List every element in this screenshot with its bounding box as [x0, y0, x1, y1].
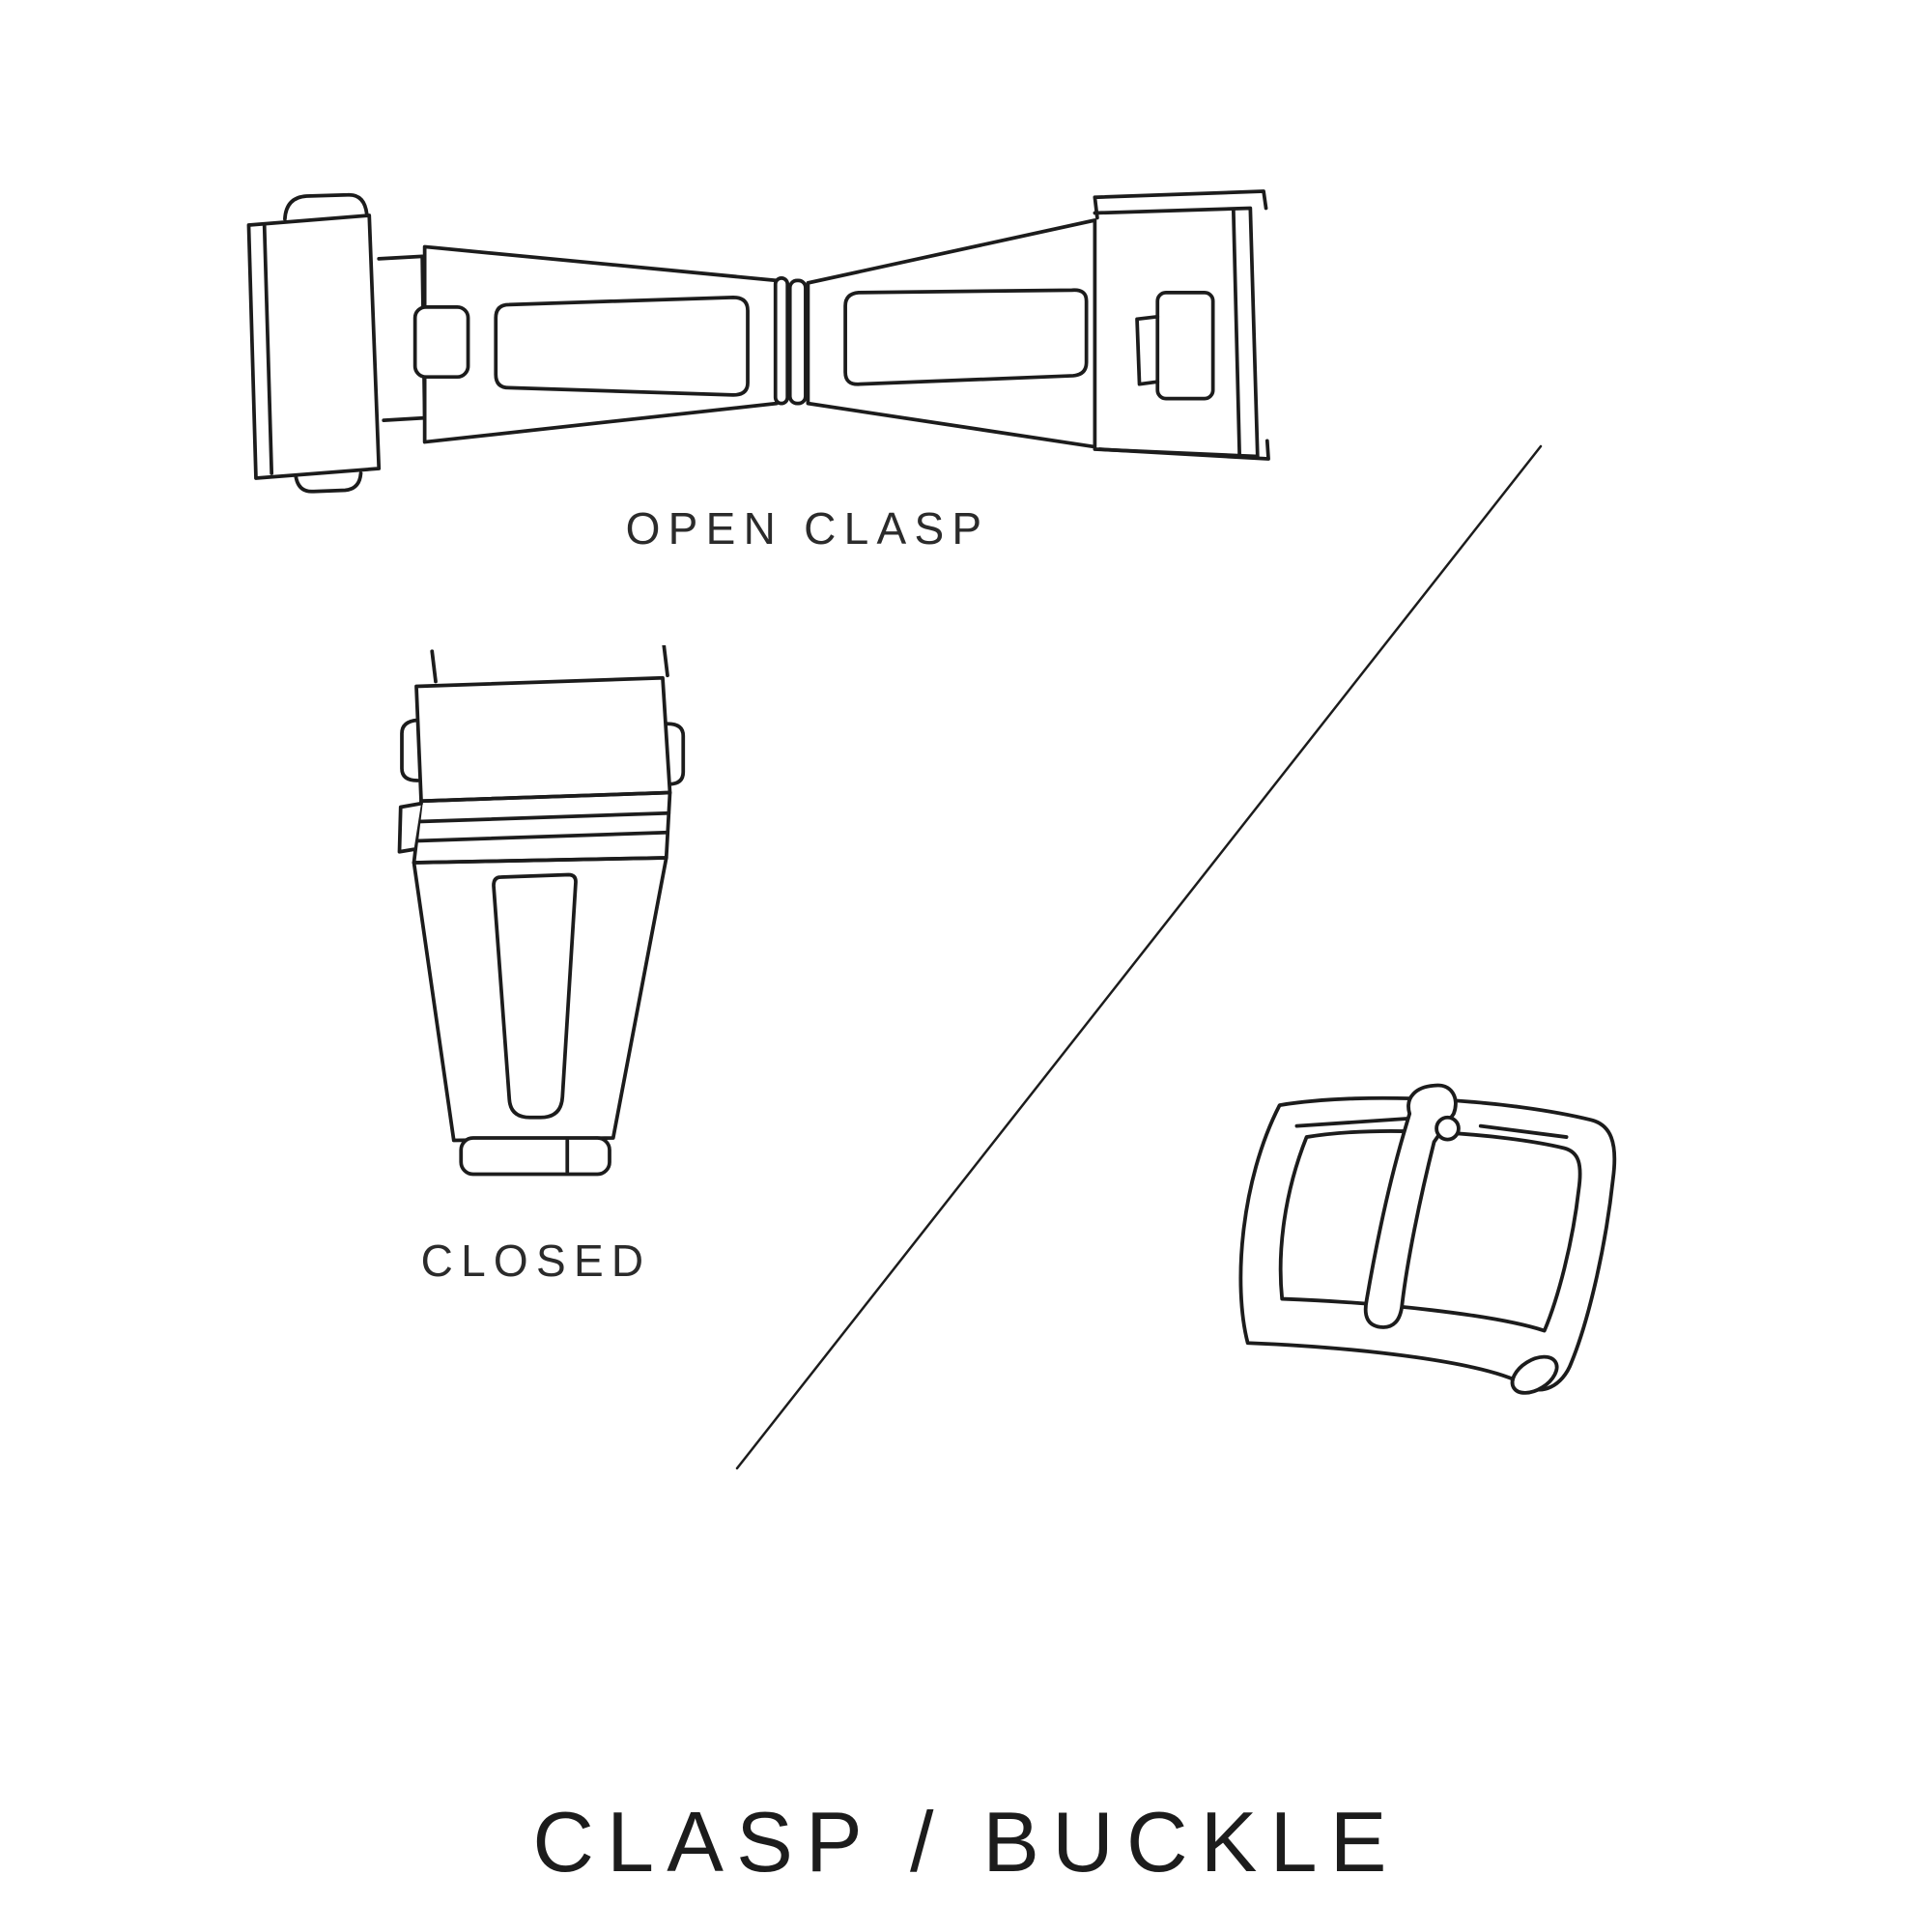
closed-clasp-label: CLOSED — [420, 1236, 652, 1286]
open-clasp-label: OPEN CLASP — [625, 503, 990, 554]
open-clasp-illustration — [246, 189, 1270, 494]
page-title: CLASP / BUCKLE — [532, 1794, 1400, 1889]
buckle-figure — [1223, 1068, 1640, 1424]
open-clasp-figure — [232, 182, 1293, 507]
closed-clasp-illustration — [397, 645, 686, 1177]
buckle-illustration — [1238, 1083, 1617, 1395]
closed-clasp-figure — [392, 645, 706, 1201]
